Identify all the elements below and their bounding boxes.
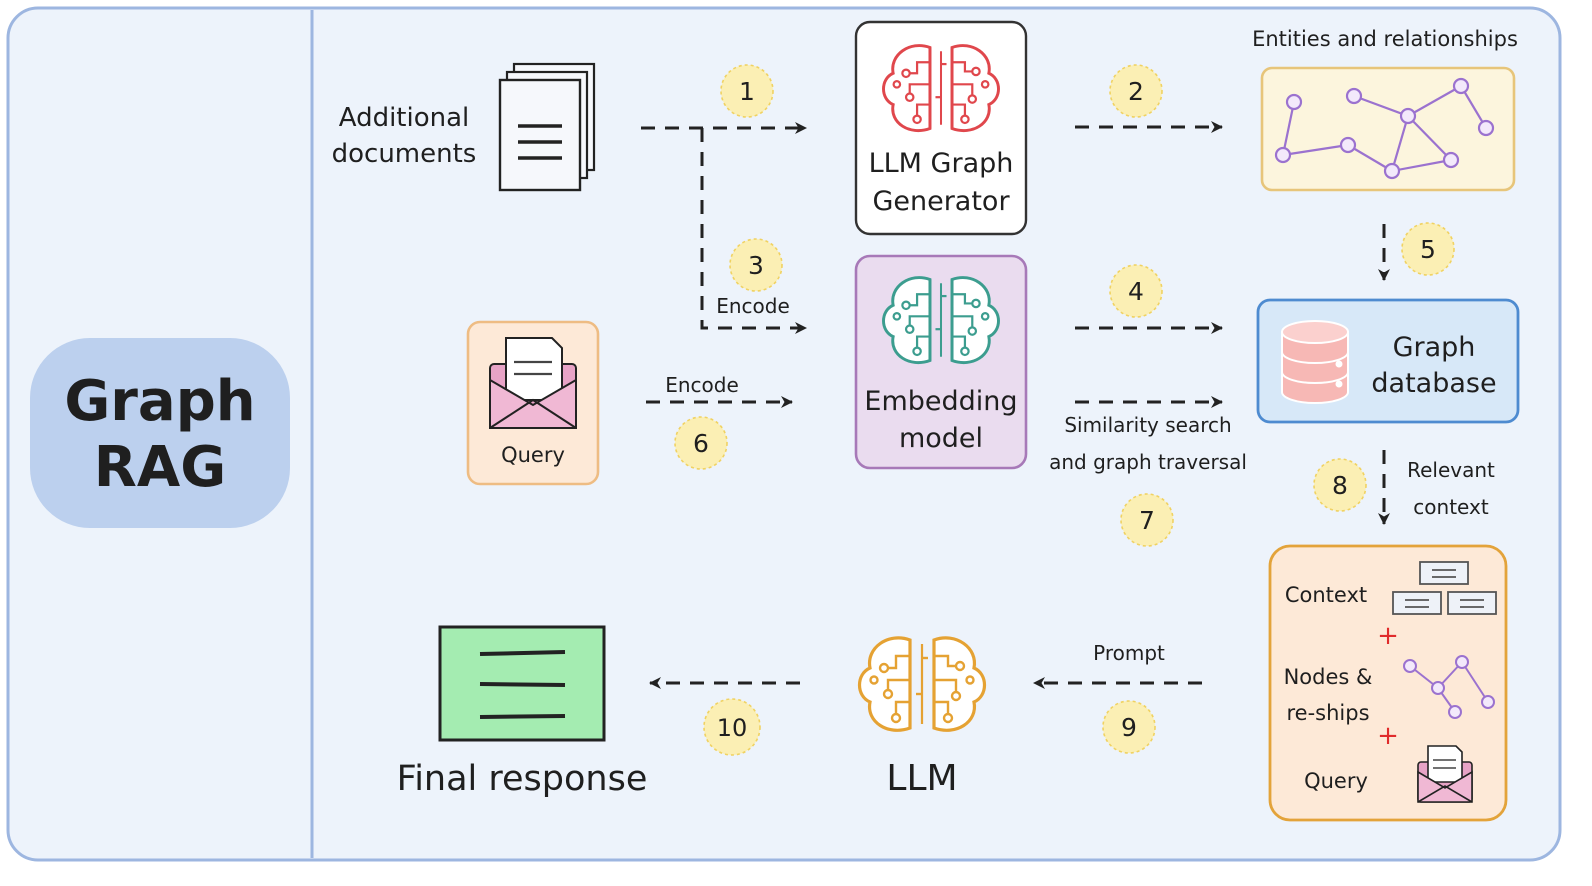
circuit-brain-icon xyxy=(882,276,1000,365)
graph-network-icon xyxy=(1274,77,1495,180)
additional-documents-label-1: Additional xyxy=(339,103,470,133)
additional-documents-node: Additional documents xyxy=(332,62,596,192)
step-badges: 1 2 3 4 5 6 7 8 xyxy=(674,64,1455,756)
step-badge-2: 2 xyxy=(1109,64,1163,118)
similarity-label-1: Similarity search xyxy=(1064,413,1231,437)
title-pill: Graph RAG xyxy=(30,338,290,528)
llm-node: LLM xyxy=(857,636,987,799)
embedding-model-label-2: model xyxy=(899,423,983,454)
title-line-1: Graph xyxy=(64,369,255,434)
arrow-docs-to-embedding xyxy=(700,128,807,334)
relevant-context-label-1: Relevant xyxy=(1407,458,1495,482)
svg-text:5: 5 xyxy=(1420,235,1436,264)
context-blocks-icon xyxy=(1392,561,1497,615)
svg-text:7: 7 xyxy=(1139,506,1155,535)
envelope-icon xyxy=(489,337,577,429)
graph-database-node: Graph database xyxy=(1256,298,1520,424)
llm-graph-generator-node: LLM Graph Generator xyxy=(854,20,1028,236)
context-bundle-node: Context + Nodes & re-ships xyxy=(1268,544,1508,822)
nodes-label-2: re-ships xyxy=(1286,701,1369,725)
plus-sign-2: + xyxy=(1377,721,1399,751)
entities-relationships-node: Entities and relationships xyxy=(1252,27,1518,192)
query-label: Query xyxy=(501,443,565,467)
similarity-label-2: and graph traversal xyxy=(1049,450,1247,474)
embedding-model-node: Embedding model xyxy=(854,254,1028,470)
llm-label: LLM xyxy=(886,758,957,799)
bundle-query-label: Query xyxy=(1304,769,1368,793)
entities-relationships-label: Entities and relationships xyxy=(1252,27,1518,51)
svg-text:1: 1 xyxy=(739,77,755,106)
svg-text:6: 6 xyxy=(693,429,709,458)
graph-database-label-2: database xyxy=(1371,368,1496,399)
step-badge-3: 3 xyxy=(729,238,783,292)
encode-query-label: Encode xyxy=(665,373,739,397)
llm-graph-generator-label-1: LLM Graph xyxy=(869,148,1014,179)
relevant-context-label-2: context xyxy=(1413,495,1489,519)
svg-text:3: 3 xyxy=(748,251,764,280)
llm-graph-generator-label-2: Generator xyxy=(872,186,1010,217)
context-label: Context xyxy=(1285,583,1367,607)
embedding-model-label-1: Embedding xyxy=(864,386,1017,417)
nodes-label-1: Nodes & xyxy=(1284,665,1373,689)
step-badge-9: 9 xyxy=(1102,700,1156,754)
envelope-icon xyxy=(1417,745,1473,803)
step-badge-10: 10 xyxy=(703,698,761,756)
step-badge-5: 5 xyxy=(1401,222,1455,276)
additional-documents-label-2: documents xyxy=(332,139,477,169)
step-badge-6: 6 xyxy=(674,416,728,470)
step-badge-1: 1 xyxy=(720,64,774,118)
query-node: Query xyxy=(466,320,600,486)
svg-text:9: 9 xyxy=(1121,713,1137,742)
circuit-brain-icon xyxy=(882,44,1000,133)
final-response-node: Final response xyxy=(397,625,648,799)
panel-background xyxy=(6,6,1562,862)
documents-icon xyxy=(498,62,596,192)
svg-text:2: 2 xyxy=(1128,77,1144,106)
circuit-brain-icon xyxy=(857,636,987,732)
svg-text:4: 4 xyxy=(1128,277,1144,306)
svg-text:10: 10 xyxy=(717,714,748,742)
svg-text:8: 8 xyxy=(1332,471,1348,500)
title-line-2: RAG xyxy=(94,435,226,500)
graph-database-label-1: Graph xyxy=(1393,332,1476,363)
database-icon xyxy=(1281,320,1349,404)
step-badge-4: 4 xyxy=(1109,264,1163,318)
final-response-label: Final response xyxy=(397,759,648,799)
step-badge-7: 7 xyxy=(1120,493,1174,547)
plus-sign-1: + xyxy=(1377,621,1399,651)
encode-docs-label: Encode xyxy=(716,294,790,318)
step-badge-8: 8 xyxy=(1313,458,1367,512)
graph-network-icon xyxy=(1403,655,1495,719)
prompt-label: Prompt xyxy=(1093,641,1165,665)
